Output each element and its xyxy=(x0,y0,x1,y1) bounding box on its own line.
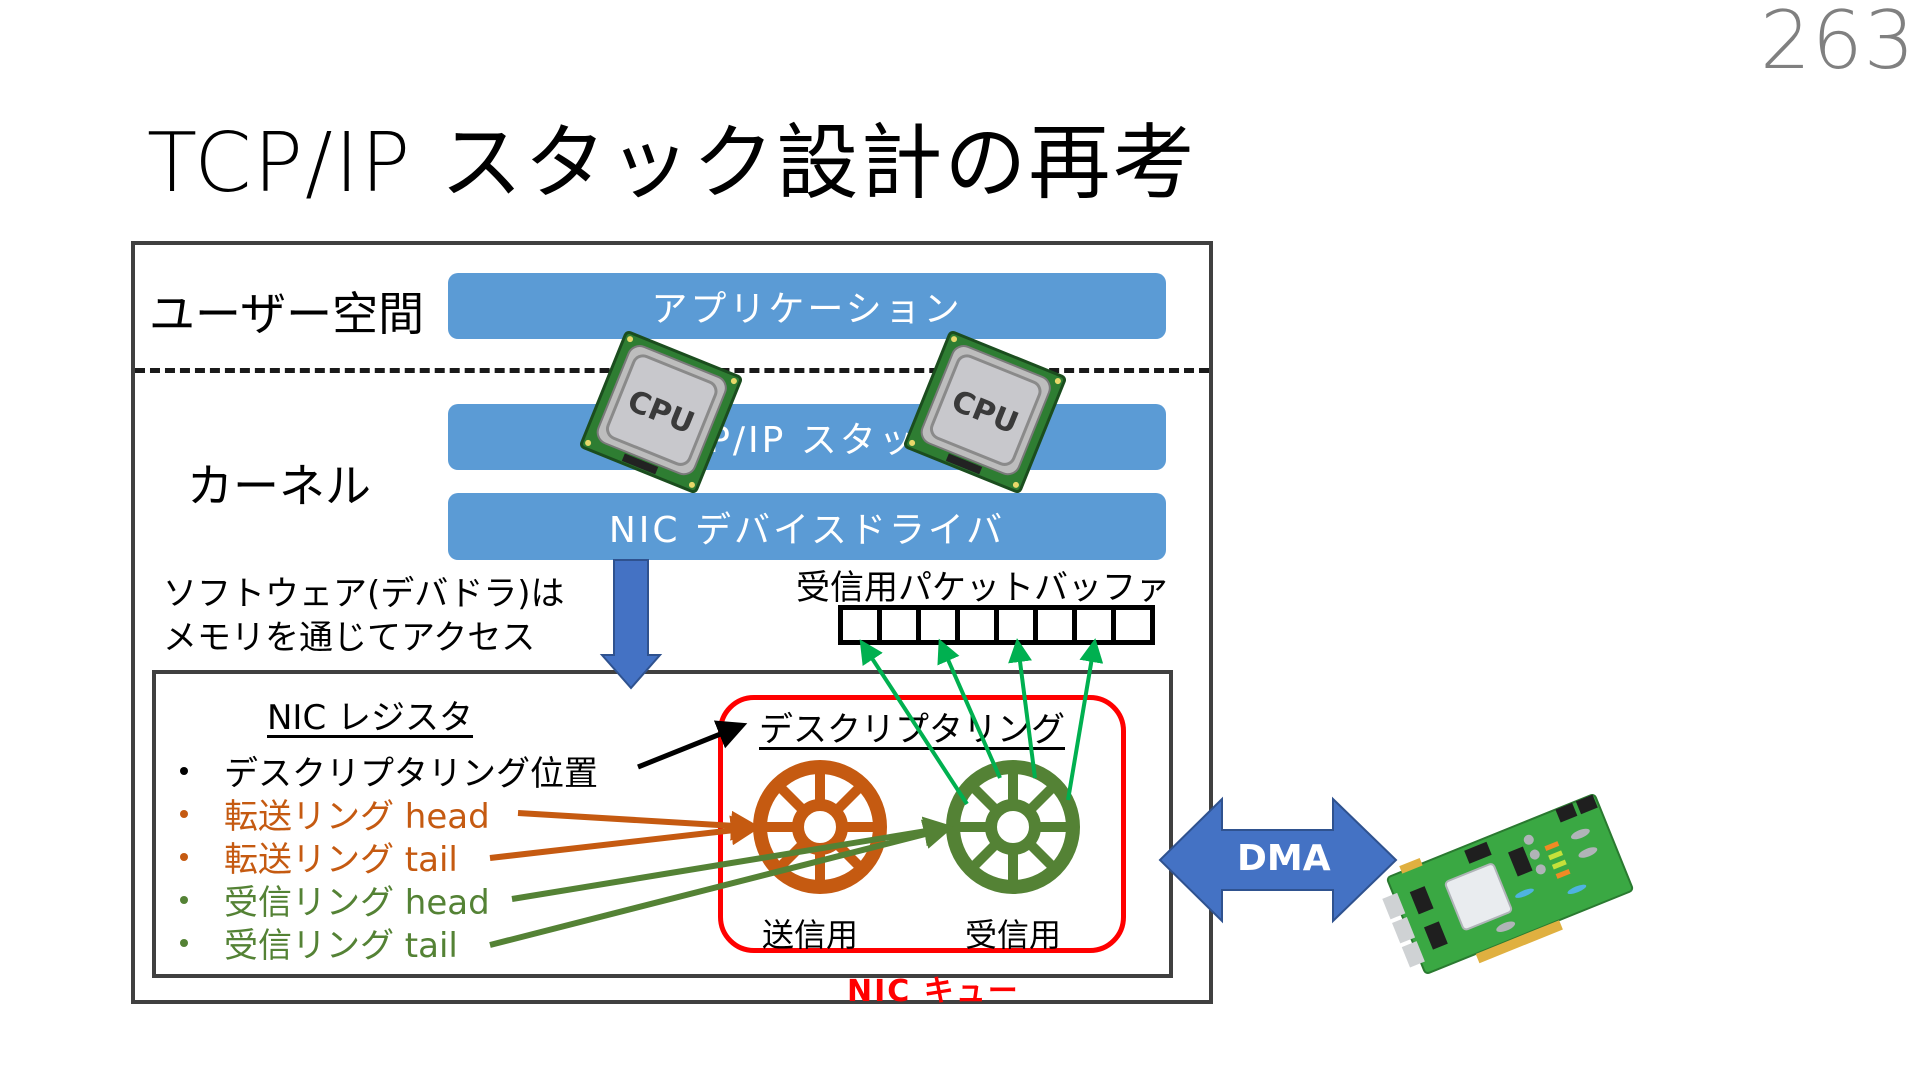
packet-buffer-cell xyxy=(843,610,882,640)
application-layer-label: アプリケーション xyxy=(651,289,963,330)
nic-register-label: 転送リング head xyxy=(224,797,490,837)
user-space-label: ユーザー空間 xyxy=(149,287,425,341)
packet-buffer-cell xyxy=(1116,610,1150,640)
system-box xyxy=(131,241,1213,1004)
bullet-icon xyxy=(180,766,188,775)
network-card-icon xyxy=(1382,794,1634,974)
kernel-label: カーネル xyxy=(187,459,371,513)
nic-register-label: 受信リング head xyxy=(224,883,490,923)
packet-buffer xyxy=(838,605,1155,645)
nic-register-item: 転送リング tail xyxy=(180,832,458,881)
nic-driver-label: NIC デバイスドライバ xyxy=(608,509,1006,551)
nic-register-item: 転送リング head xyxy=(180,789,490,838)
bullet-icon xyxy=(180,809,188,818)
slide-title: TCP/IP スタック設計の再考 xyxy=(147,116,1197,211)
bullet-icon xyxy=(180,938,188,947)
software-note-line-2: メモリを通じてアクセス xyxy=(163,618,536,658)
descriptor-ring-title: デスクリプタリング xyxy=(759,710,1065,750)
nic-driver-layer: NIC デバイスドライバ xyxy=(448,493,1166,560)
nic-register-item: デスクリプタリング位置 xyxy=(180,746,598,795)
nic-register-label: 転送リング tail xyxy=(224,840,458,880)
nic-queue-label: NIC キュー xyxy=(847,974,1020,1009)
nic-register-item: 受信リング head xyxy=(180,875,490,924)
packet-buffer-cell xyxy=(1077,610,1116,640)
software-note-line-1: ソフトウェア(デバドラ)は xyxy=(163,574,565,614)
bullet-icon xyxy=(180,895,188,904)
packet-buffer-cell xyxy=(999,610,1038,640)
packet-buffer-cell xyxy=(921,610,960,640)
packet-buffer-cell xyxy=(882,610,921,640)
dma-label: DMA xyxy=(1237,838,1331,879)
application-layer: アプリケーション xyxy=(448,273,1166,339)
rx-ring-label: 受信用 xyxy=(965,916,1062,954)
tcpip-stack-layer: TCP/IP スタック xyxy=(448,404,1166,470)
tcpip-stack-label: TCP/IP スタック xyxy=(657,420,957,461)
software-access-note: ソフトウェア(デバドラ)は メモリを通じてアクセス xyxy=(163,572,565,660)
user-kernel-divider xyxy=(135,368,1209,373)
packet-buffer-cell xyxy=(1038,610,1077,640)
nic-register-item: 受信リング tail xyxy=(180,918,458,967)
tx-ring-label: 送信用 xyxy=(762,916,859,954)
bullet-icon xyxy=(180,852,188,861)
nic-register-title: NIC レジスタ xyxy=(267,698,474,738)
nic-register-label: デスクリプタリング位置 xyxy=(224,754,598,794)
nic-register-label: 受信リング tail xyxy=(224,926,458,966)
page-number: 263 xyxy=(1760,0,1916,87)
packet-buffer-label: 受信用パケットバッファ xyxy=(796,568,1170,608)
packet-buffer-cell xyxy=(960,610,999,640)
